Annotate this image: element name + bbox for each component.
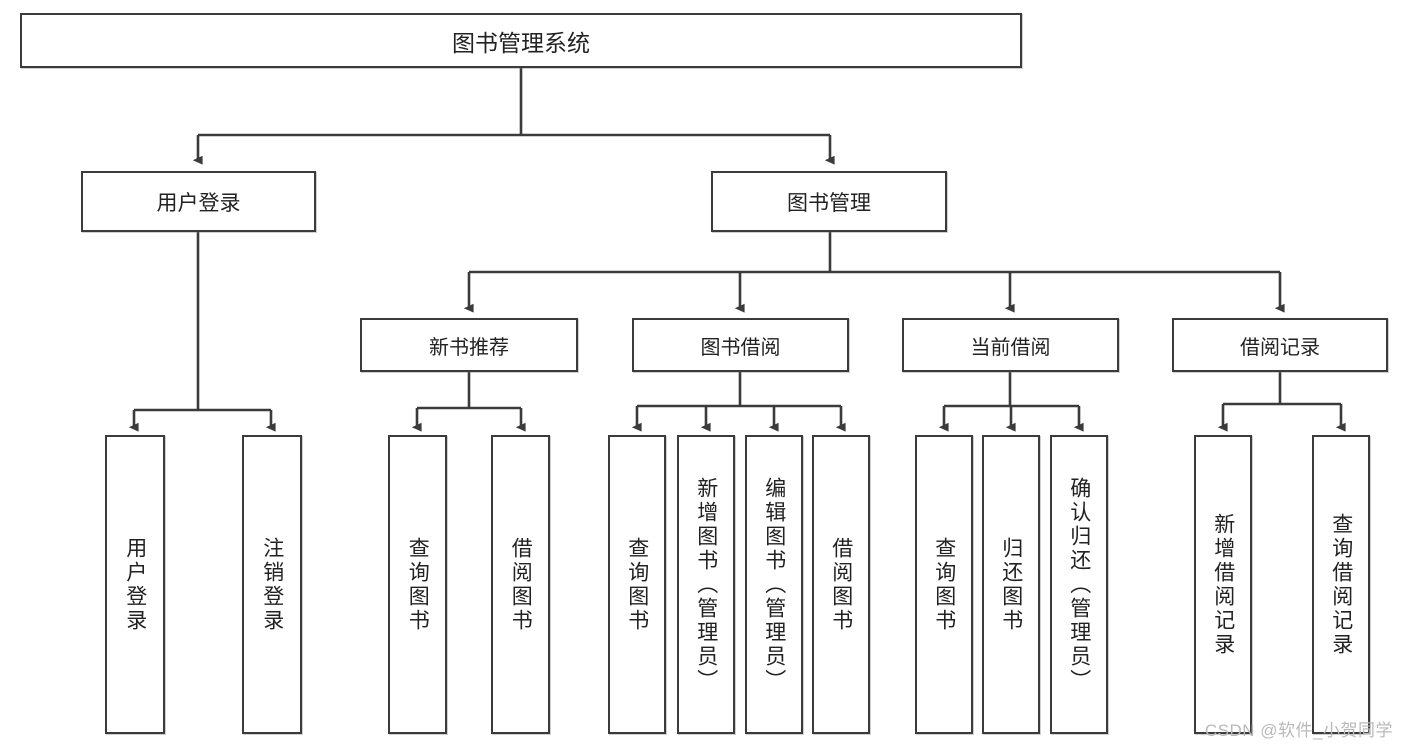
node-label: 借阅图书: [829, 536, 853, 633]
node-borrow-record[interactable]: 借阅记录: [1172, 318, 1388, 372]
node-label: 图书管理: [787, 191, 871, 215]
node-leaf-query-book-2[interactable]: 查询图书: [608, 435, 666, 734]
node-leaf-logout-login[interactable]: 注销登录: [242, 435, 302, 734]
node-current-borrow[interactable]: 当前借阅: [902, 318, 1119, 372]
node-book-borrow[interactable]: 图书借阅: [632, 318, 849, 372]
node-label: 新书推荐: [429, 336, 509, 359]
node-label: 注销登录: [260, 536, 284, 633]
node-label: 查询图书: [406, 536, 430, 633]
node-label: 确认归还（管理员）: [1067, 476, 1091, 693]
node-leaf-query-book-1[interactable]: 查询图书: [388, 435, 447, 734]
node-leaf-confirm-return[interactable]: 确认归还（管理员）: [1050, 435, 1108, 734]
node-book-manage[interactable]: 图书管理: [711, 171, 947, 232]
node-label: 用户登录: [123, 536, 147, 633]
watermark-text: CSDN @软件_小贺同学: [1204, 721, 1393, 740]
node-leaf-add-book[interactable]: 新增图书（管理员）: [677, 435, 735, 734]
node-label: 新增图书（管理员）: [694, 476, 718, 693]
node-new-book-recommend[interactable]: 新书推荐: [360, 318, 578, 372]
node-label: 归还图书: [999, 536, 1023, 633]
node-leaf-query-record[interactable]: 查询借阅记录: [1312, 435, 1370, 734]
node-leaf-query-book-3[interactable]: 查询图书: [915, 435, 973, 734]
node-leaf-return-book[interactable]: 归还图书: [982, 435, 1040, 734]
node-label: 当前借阅: [970, 336, 1051, 359]
node-leaf-borrow-book-2[interactable]: 借阅图书: [812, 435, 870, 734]
node-leaf-borrow-book-1[interactable]: 借阅图书: [491, 435, 550, 734]
node-root-system[interactable]: 图书管理系统: [20, 13, 1022, 68]
node-label: 查询图书: [625, 536, 649, 633]
node-label: 查询图书: [932, 536, 956, 633]
node-label: 图书管理系统: [452, 29, 590, 56]
node-leaf-edit-book[interactable]: 编辑图书（管理员）: [745, 435, 803, 734]
node-label: 编辑图书（管理员）: [762, 476, 786, 693]
node-label: 用户登录: [156, 191, 241, 215]
node-label: 借阅记录: [1240, 336, 1320, 359]
node-label: 查询借阅记录: [1329, 512, 1353, 657]
node-label: 新增借阅记录: [1211, 512, 1235, 657]
node-user-login[interactable]: 用户登录: [81, 171, 316, 232]
node-label: 借阅图书: [509, 536, 533, 633]
node-label: 图书借阅: [700, 336, 781, 359]
node-leaf-user-login[interactable]: 用户登录: [105, 435, 165, 734]
node-leaf-add-record[interactable]: 新增借阅记录: [1194, 435, 1252, 734]
